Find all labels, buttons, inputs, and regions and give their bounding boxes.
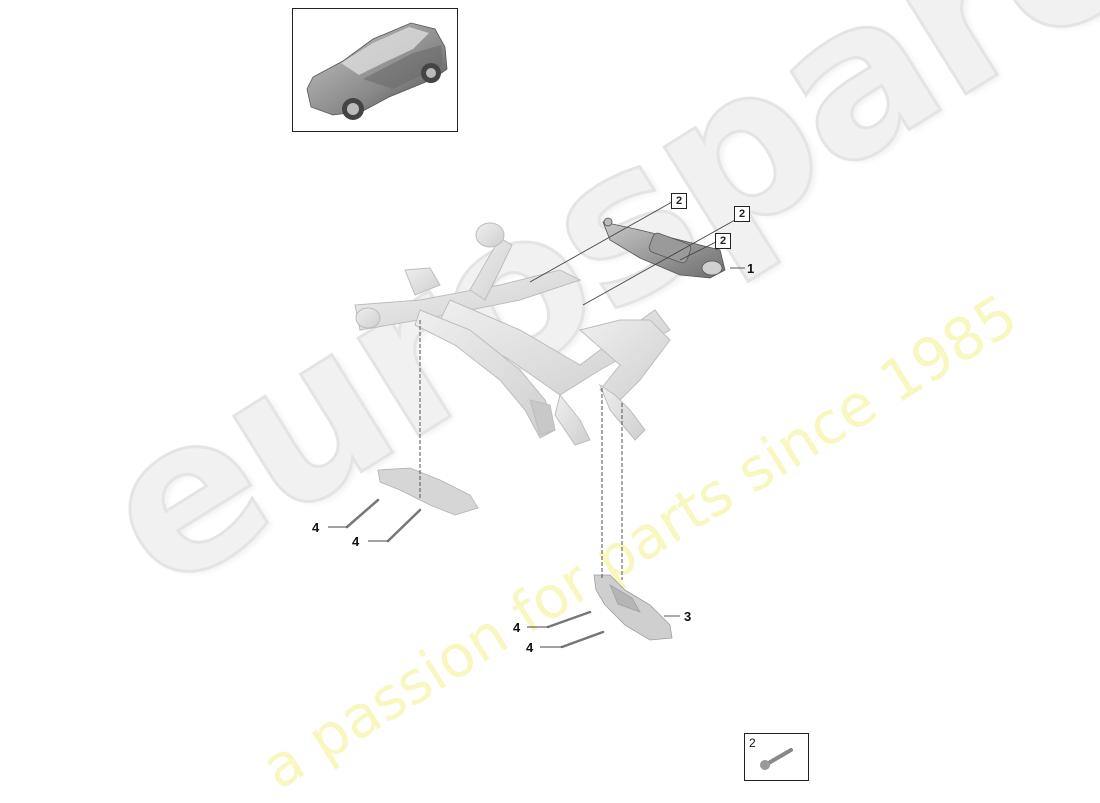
callout-4-c[interactable]: 4 [513,620,521,635]
bracket-left [377,467,479,516]
bolt-icon [760,748,793,770]
callout-1[interactable]: 1 [747,261,755,276]
callout-4-b[interactable]: 4 [352,534,360,549]
rear-subframe [354,222,671,446]
callout-3[interactable]: 3 [684,609,692,624]
bracket-right [593,574,673,641]
callout-2-a[interactable]: 2 [671,193,687,209]
callout-4-a[interactable]: 4 [312,520,320,535]
vehicle-thumbnail [292,8,458,132]
car-icon [306,22,448,120]
legend-bolt: 2 [744,733,809,781]
callout-4-d[interactable]: 4 [526,640,534,655]
bolts [345,498,605,649]
callout-2-b[interactable]: 2 [734,206,750,222]
legend-number: 2 [749,736,756,750]
steering-rack [602,217,726,279]
leader-lines [328,201,745,648]
callout-2-c[interactable]: 2 [715,233,731,249]
